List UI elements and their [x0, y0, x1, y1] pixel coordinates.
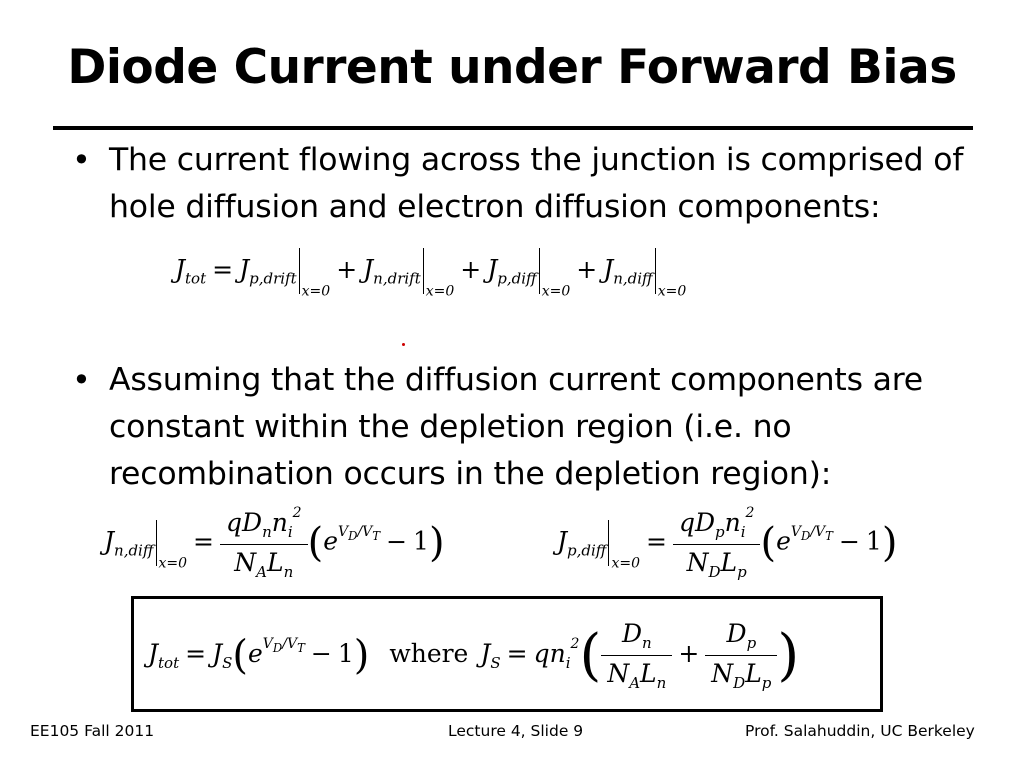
- bullet-text-2: Assuming that the diffusion current comp…: [109, 357, 989, 498]
- bullet-marker-1: •: [72, 141, 91, 179]
- title-underline: [53, 126, 973, 130]
- bullet-text-1: The current flowing across the junction …: [109, 142, 964, 225]
- slide-title: Diode Current under Forward Bias: [67, 40, 957, 95]
- where-label: where: [389, 639, 469, 668]
- equation-total-current: Jtot=Jp,driftx=0+Jn,driftx=0+Jp,diffx=0+…: [175, 248, 686, 300]
- bullet-marker-2: •: [72, 361, 91, 399]
- footer-course: EE105 Fall 2011: [30, 722, 155, 740]
- footer-author: Prof. Salahuddin, UC Berkeley: [745, 722, 975, 740]
- bullet-text-2-content: Assuming that the diffusion current comp…: [109, 362, 923, 492]
- footer-slide-number: Lecture 4, Slide 9: [448, 722, 584, 740]
- stray-mark: [402, 343, 405, 346]
